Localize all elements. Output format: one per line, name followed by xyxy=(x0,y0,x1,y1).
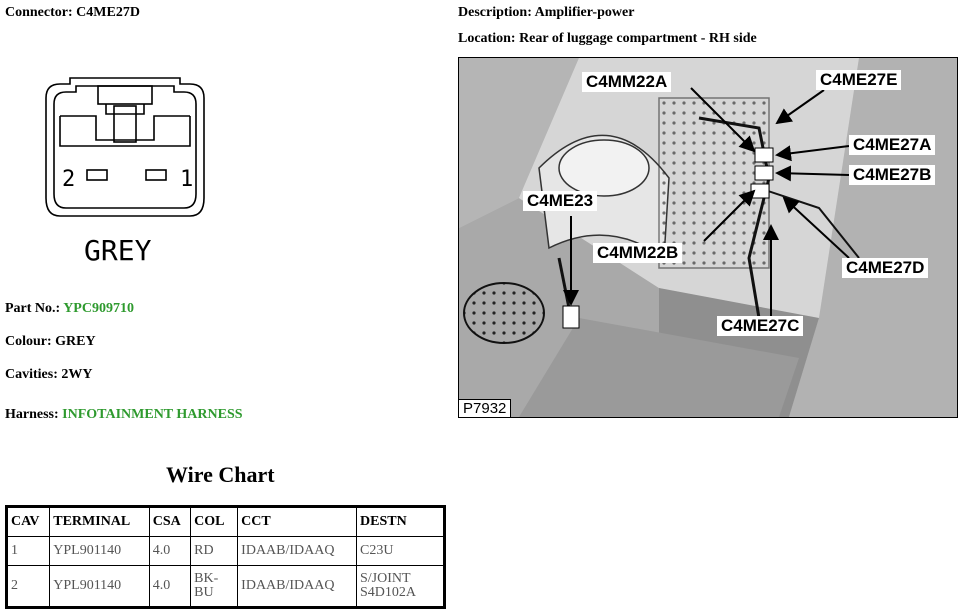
callout-c4me27a: C4ME27A xyxy=(849,135,936,155)
cell-terminal: YPL901140 xyxy=(49,565,150,608)
connector-face-diagram: 2 1 GREY xyxy=(45,77,205,267)
pin-2-label: 2 xyxy=(62,167,75,192)
connector-colour-text: GREY xyxy=(84,234,152,267)
luggage-compartment-illustration xyxy=(459,58,957,417)
col-header-cav: CAV xyxy=(5,506,51,537)
harness-label: Harness: xyxy=(5,407,59,422)
cell-cct: IDAAB/IDAAQ xyxy=(237,536,357,566)
cell-csa: 4.0 xyxy=(148,565,192,608)
callout-c4mm22a: C4MM22A xyxy=(582,72,672,92)
part-no-line: Part No.: YPC909710 xyxy=(5,301,134,317)
callout-c4mm22b: C4MM22B xyxy=(593,243,683,263)
col-header-terminal: TERMINAL xyxy=(49,506,150,537)
table-row: 1 YPL901140 4.0 RD IDAAB/IDAAQ C23U xyxy=(5,536,445,566)
description-line: Description: Amplifier-power xyxy=(458,5,634,21)
part-no-label: Part No.: xyxy=(5,301,61,316)
location-label: Location: xyxy=(458,31,516,46)
cell-destn: C23U xyxy=(356,536,445,566)
connector-header: Connector: C4ME27D xyxy=(5,5,140,21)
harness-line: Harness: INFOTAINMENT HARNESS xyxy=(5,407,243,423)
description-label: Description: xyxy=(458,5,532,20)
wire-chart-title: Wire Chart xyxy=(166,462,275,487)
callout-c4me27b: C4ME27B xyxy=(849,165,936,185)
colour-line: Colour: GREY xyxy=(5,334,96,350)
colour-label: Colour: xyxy=(5,334,52,349)
table-header-row: CAV TERMINAL CSA COL CCT DESTN xyxy=(5,506,445,537)
callout-c4me27d: C4ME27D xyxy=(842,258,929,278)
col-header-destn: DESTN xyxy=(356,506,445,537)
location-value: Rear of luggage compartment - RH side xyxy=(519,31,757,46)
harness-value[interactable]: INFOTAINMENT HARNESS xyxy=(62,407,243,422)
photo-reference: P7932 xyxy=(459,399,512,417)
location-line: Location: Rear of luggage compartment - … xyxy=(458,31,757,47)
connector-value: C4ME27D xyxy=(76,5,140,20)
location-photo: C4MM22A C4ME27E C4ME27A C4ME27B C4ME23 C… xyxy=(458,57,958,418)
part-no-value[interactable]: YPC909710 xyxy=(63,301,134,316)
cell-col: RD xyxy=(190,536,239,566)
cell-csa: 4.0 xyxy=(148,536,192,566)
cavities-value: 2WY xyxy=(61,367,93,382)
callout-c4me27e: C4ME27E xyxy=(816,70,902,90)
connector-label: Connector: xyxy=(5,5,73,20)
callout-c4me23: C4ME23 xyxy=(523,191,598,211)
table-row: 2 YPL901140 4.0 BK-BU IDAAB/IDAAQ S/JOIN… xyxy=(5,565,445,608)
cell-col: BK-BU xyxy=(190,565,239,608)
wire-chart-table: CAV TERMINAL CSA COL CCT DESTN 1 YPL9011… xyxy=(5,505,446,609)
cavities-label: Cavities: xyxy=(5,367,58,382)
cell-cav: 2 xyxy=(5,565,51,608)
col-header-csa: CSA xyxy=(148,506,192,537)
cell-terminal: YPL901140 xyxy=(49,536,150,566)
cell-destn: S/JOINT S4D102A xyxy=(356,565,445,608)
pin-1-label: 1 xyxy=(180,167,193,192)
cell-cav: 1 xyxy=(5,536,51,566)
cell-cct: IDAAB/IDAAQ xyxy=(237,565,357,608)
description-value: Amplifier-power xyxy=(534,5,635,20)
col-header-cct: CCT xyxy=(237,506,357,537)
callout-c4me27c: C4ME27C xyxy=(717,316,804,336)
col-header-col: COL xyxy=(190,506,239,537)
colour-value: GREY xyxy=(55,334,96,349)
cavities-line: Cavities: 2WY xyxy=(5,367,93,383)
